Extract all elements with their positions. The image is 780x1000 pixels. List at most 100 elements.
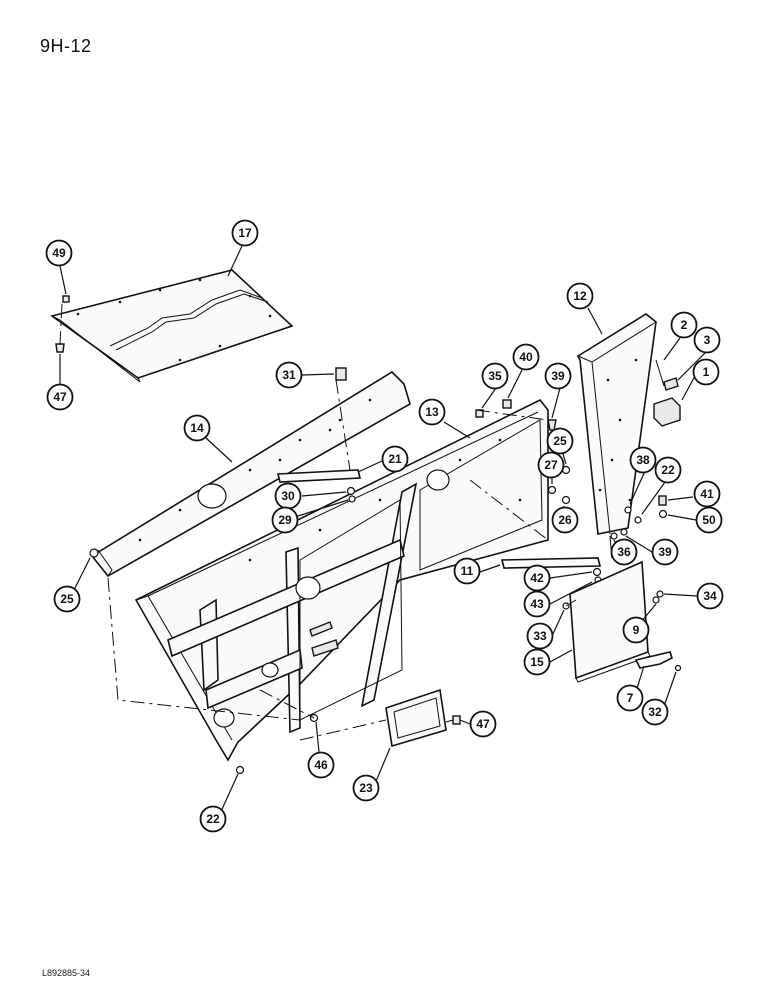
svg-text:50: 50 (702, 513, 716, 527)
svg-text:11: 11 (461, 564, 474, 578)
page-header: 9H-12 (40, 36, 92, 56)
callout-21: 21 (381, 445, 409, 473)
part-15-lower-panel (569, 560, 651, 683)
svg-text:49: 49 (52, 246, 66, 260)
callout-43: 43 (523, 590, 551, 618)
callout-26: 26 (551, 506, 579, 534)
svg-text:1: 1 (703, 365, 710, 379)
callout-47-top: 47 (46, 383, 74, 411)
svg-text:27: 27 (544, 458, 558, 472)
svg-text:15: 15 (530, 655, 544, 669)
svg-text:31: 31 (282, 368, 296, 382)
part-29-washer (348, 495, 356, 503)
svg-text:46: 46 (314, 758, 328, 772)
part-11-bar (500, 557, 602, 569)
svg-text:39: 39 (658, 545, 672, 559)
part-14-beam (90, 370, 411, 578)
svg-text:23: 23 (359, 781, 373, 795)
callout-25-right: 25 (546, 427, 574, 455)
callout-35: 35 (481, 362, 509, 390)
callout-7: 7 (616, 684, 644, 712)
part-23-small-frame (385, 688, 447, 748)
callout-31: 31 (275, 361, 303, 389)
svg-text:35: 35 (488, 369, 502, 383)
part-1-block (653, 397, 681, 427)
svg-text:7: 7 (627, 691, 634, 705)
svg-text:47: 47 (53, 390, 67, 404)
svg-text:26: 26 (558, 513, 572, 527)
callout-46: 46 (307, 751, 335, 779)
part-22-fastener-right (634, 516, 642, 524)
svg-text:22: 22 (661, 463, 675, 477)
callout-39-lower: 39 (651, 538, 679, 566)
callout-3: 3 (693, 326, 721, 354)
part-12-side-panel (576, 313, 657, 535)
part-26-fastener (561, 495, 571, 505)
part-38-fastener (624, 506, 632, 514)
part-3-clip (663, 377, 679, 391)
svg-text:36: 36 (617, 545, 631, 559)
callouts: 49 17 47 12 2 3 1 31 40 35 39 14 13 25 2… (45, 219, 724, 833)
callout-41: 41 (693, 480, 721, 508)
svg-text:41: 41 (700, 487, 714, 501)
callout-14: 14 (183, 414, 211, 442)
svg-text:14: 14 (190, 421, 204, 435)
part-39-fastener-lower (620, 528, 628, 536)
callout-12: 12 (566, 282, 594, 310)
svg-text:47: 47 (476, 717, 490, 731)
svg-text:29: 29 (278, 513, 292, 527)
svg-text:22: 22 (206, 812, 220, 826)
callout-38: 38 (629, 446, 657, 474)
callout-42: 42 (523, 564, 551, 592)
callout-22-right: 22 (654, 456, 682, 484)
svg-text:13: 13 (425, 405, 439, 419)
callout-23: 23 (352, 774, 380, 802)
svg-text:21: 21 (388, 452, 402, 466)
callout-29: 29 (271, 506, 299, 534)
part-2-bolt (655, 359, 665, 387)
callout-27: 27 (537, 451, 565, 479)
part-25-fastener-left (89, 548, 99, 558)
part-13-main-frame (134, 398, 549, 762)
svg-text:30: 30 (281, 489, 295, 503)
callout-32: 32 (641, 698, 669, 726)
part-39-fastener-upper (547, 419, 557, 431)
svg-text:3: 3 (704, 333, 711, 347)
svg-text:17: 17 (238, 226, 252, 240)
callout-1: 1 (692, 358, 720, 386)
svg-text:43: 43 (530, 597, 544, 611)
page-footer: L892885-34 (42, 968, 91, 978)
part-34-fastener (656, 590, 664, 598)
svg-text:40: 40 (519, 350, 533, 364)
part-30-nut (346, 486, 356, 496)
svg-text:32: 32 (648, 705, 662, 719)
callout-2: 2 (670, 311, 698, 339)
svg-text:12: 12 (573, 289, 587, 303)
leader-lines (59, 245, 707, 819)
part-31-fastener (335, 367, 347, 381)
callout-17: 17 (231, 219, 259, 247)
part-9-fastener (652, 596, 660, 604)
part-41-bolt (658, 495, 667, 506)
part-22-fastener-bottom (235, 765, 245, 775)
part-36-fastener (610, 532, 618, 540)
callout-9: 9 (622, 616, 650, 644)
callout-25-left: 25 (53, 585, 81, 613)
part-42-nut (592, 567, 602, 577)
callout-47-bottom: 47 (469, 710, 497, 738)
svg-text:39: 39 (551, 369, 565, 383)
part-32-fastener (674, 664, 682, 672)
callout-30: 30 (274, 482, 302, 510)
svg-text:2: 2 (681, 318, 688, 332)
part-49-fastener (62, 295, 70, 303)
callout-39-upper: 39 (544, 362, 572, 390)
part-50-nut (658, 509, 668, 519)
svg-text:25: 25 (60, 592, 74, 606)
callout-34: 34 (696, 582, 724, 610)
part-17-top-panel (50, 269, 294, 383)
callout-50: 50 (695, 506, 723, 534)
assembly-lines (59, 303, 613, 741)
svg-text:9: 9 (633, 623, 640, 637)
part-40-fastener (502, 399, 512, 409)
